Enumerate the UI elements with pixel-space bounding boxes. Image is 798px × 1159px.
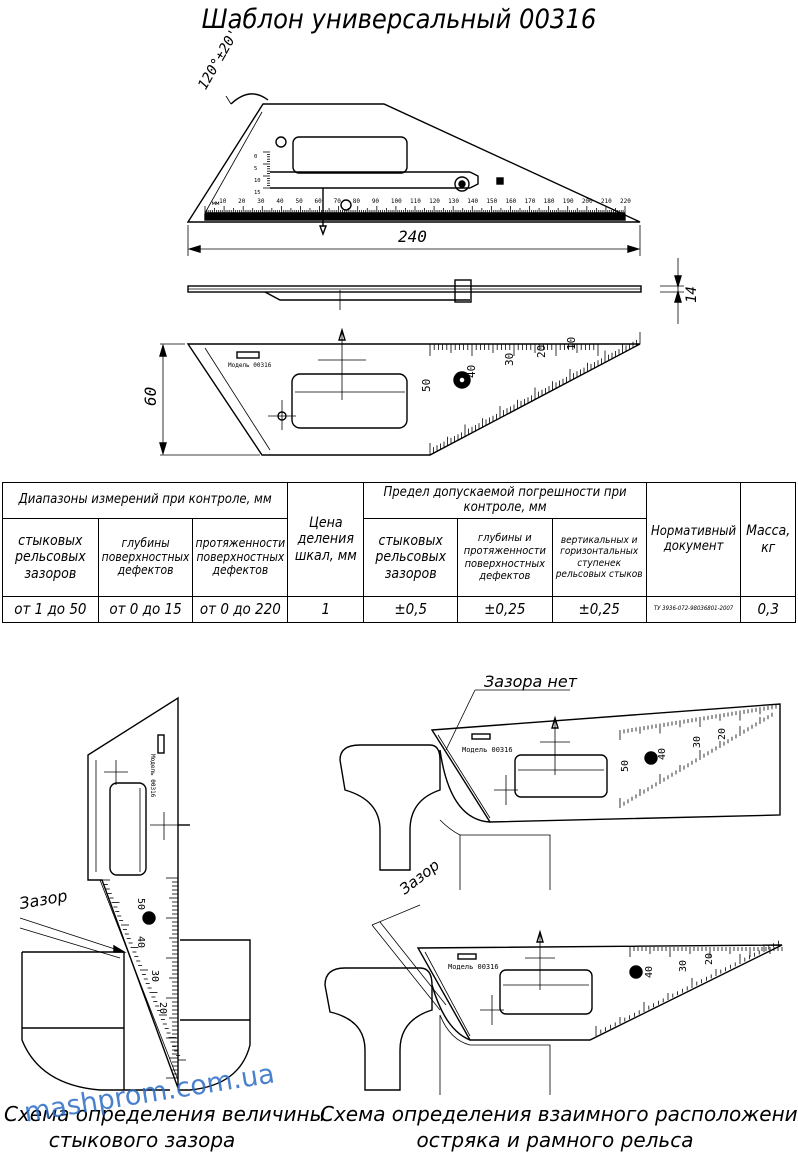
- cell-err-gap: ±0,5: [363, 596, 459, 623]
- scale-number-top: 50: [295, 198, 303, 205]
- scale-number-top: 40: [276, 198, 284, 205]
- scale-number-top: 190: [563, 198, 574, 205]
- scale-number-top: 180: [544, 198, 555, 205]
- scale-number-top: 140: [467, 198, 478, 205]
- scale-number-right-bottom: 40: [644, 966, 655, 978]
- sub-err-depth: глубины и протяженности поверхностных де…: [457, 518, 553, 597]
- scale-number-left: 20: [157, 1002, 168, 1014]
- scale-number-top: 130: [448, 198, 459, 205]
- scale-number-bottom: 30: [503, 353, 516, 366]
- sub-range-depth: глубины поверхностных дефектов: [97, 518, 194, 597]
- cell-err-depth: ±0,25: [457, 596, 553, 623]
- model-label-3: Модель 00316: [448, 963, 499, 971]
- caption-left-line2: стыкового зазора: [48, 1128, 236, 1152]
- no-gap-diagram: Модель 00316 50 40 30 20: [339, 689, 781, 890]
- scale-number-top: 110: [410, 198, 421, 205]
- header-ranges: Диапазоны измерений при контроле, мм: [1, 482, 289, 519]
- no-gap-label: Зазора нет: [484, 672, 578, 691]
- model-label: Модель 00316: [228, 362, 272, 369]
- template-side-view: [187, 258, 684, 324]
- length-dimension: 240: [398, 227, 427, 246]
- header-normative: Нормативный документ: [645, 482, 742, 597]
- header-division: Цена деления шкал, мм: [287, 482, 365, 597]
- scale-number-top: 20: [238, 198, 246, 205]
- scale-number-right-top: 20: [717, 728, 728, 740]
- scale-number-vertical: 10: [254, 178, 261, 184]
- scale-number-bottom: 20: [535, 345, 548, 358]
- thickness-dimension: 14: [684, 286, 700, 303]
- height-dimension: 60: [141, 387, 160, 406]
- page-title: Шаблон универсальный 00316: [201, 4, 597, 35]
- scale-number-bottom: 50: [420, 379, 433, 392]
- scale-number-top: 170: [525, 198, 536, 205]
- scale-number-bottom: 10: [565, 337, 578, 350]
- scale-number-top: 30: [257, 198, 265, 205]
- scale-number-top: 120: [429, 198, 440, 205]
- scale-number-top: 80: [353, 198, 361, 205]
- header-error: Предел допускаемой погрешности при контр…: [363, 482, 647, 519]
- header-mass: Масса, кг: [740, 482, 796, 597]
- sub-range-length: протяженности поверхностных дефектов: [192, 518, 289, 597]
- scale-unit-label: мм: [212, 200, 220, 207]
- cell-mass: 0,3: [740, 596, 796, 623]
- scale-number-top: 200: [582, 198, 593, 205]
- scale-number-right-bottom: 30: [678, 960, 689, 972]
- spec-table: Диапазоны измерений при контроле, мм Цен…: [1, 482, 796, 623]
- template-plan-view: Модель 00316 50 40 30 20 10: [159, 327, 641, 456]
- cell-range-depth: от 0 до 15: [97, 596, 194, 623]
- scale-number-bottom: 40: [465, 365, 478, 378]
- scale-number-top: 160: [505, 198, 516, 205]
- scale-number-vertical: 15: [254, 190, 261, 196]
- scale-number-top: 10: [219, 198, 227, 205]
- sub-err-step: вертикальных и горизонтальных ступенек р…: [551, 518, 647, 597]
- caption-right-line2: остряка и рамного рельса: [416, 1128, 694, 1152]
- scale-number-left: 50: [135, 898, 146, 910]
- scale-number-right-top: 40: [657, 748, 668, 760]
- scale-number-right-top: 30: [692, 736, 703, 748]
- cell-division: 1: [287, 596, 365, 623]
- cell-range-gap: от 1 до 50: [2, 596, 99, 623]
- scale-number-left: 40: [135, 936, 146, 948]
- angle-dimension: 120°±20': [195, 26, 243, 92]
- caption-right-line1: Схема определения взаимного расположения: [320, 1102, 798, 1126]
- scale-number-left: 30: [149, 970, 160, 982]
- scale-number-top: 150: [486, 198, 497, 205]
- scale-number-top: 210: [601, 198, 612, 205]
- caption-left-line1: Схема определения величины: [4, 1102, 326, 1126]
- cell-normative: ТУ 3936-072-98036801-2007: [645, 596, 742, 623]
- model-label-2: Модель 00316: [462, 746, 513, 754]
- sub-range-gap: стыковых рельсовых зазоров: [2, 518, 99, 597]
- cell-range-length: от 0 до 220: [192, 596, 289, 623]
- gap-diagram-right: Модель 00316 40 30 20: [324, 904, 783, 1095]
- scale-number-vertical: 0: [254, 154, 257, 160]
- model-label-vertical: Модель 00316: [149, 754, 156, 798]
- scale-number-top: 60: [315, 198, 323, 205]
- scale-number-top: 100: [391, 198, 402, 205]
- sub-err-gap: стыковых рельсовых зазоров: [363, 518, 459, 597]
- scale-number-vertical: 5: [254, 166, 257, 172]
- gap-measurement-diagram: Модель 00316 50 40 30 20: [19, 696, 251, 1091]
- scale-number-top: 220: [620, 198, 631, 205]
- scale-number-right-bottom: 20: [704, 953, 715, 965]
- scale-number-top: 70: [334, 198, 342, 205]
- scale-number-top: 90: [372, 198, 380, 205]
- scale-number-right-top: 50: [620, 760, 631, 772]
- cell-err-step: ±0,25: [551, 596, 647, 623]
